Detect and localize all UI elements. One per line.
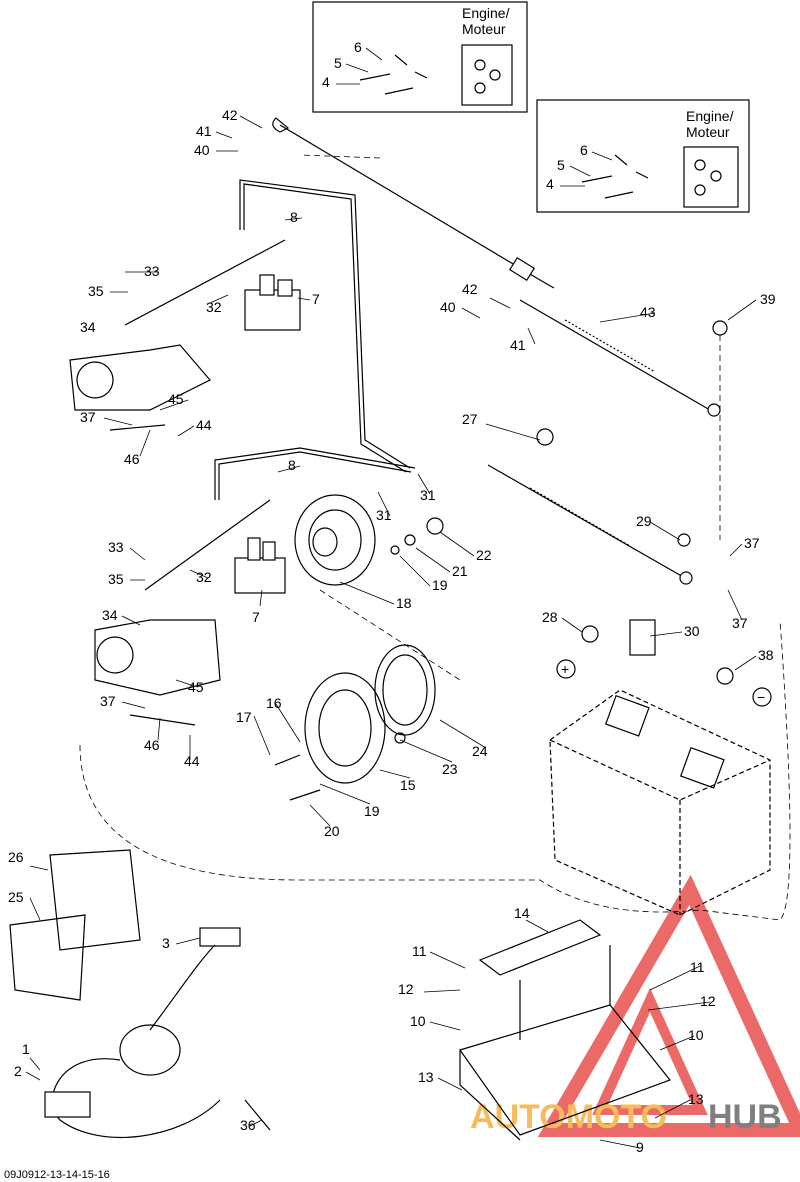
callout-label: 17 — [236, 709, 252, 725]
cover-plates — [274, 644, 436, 801]
inset-upper-line1: Engine/ — [462, 5, 510, 21]
callout-label: 23 — [442, 761, 458, 777]
callout-label: 13 — [688, 1091, 704, 1107]
callout-label: 39 — [760, 291, 776, 307]
callout-label: 43 — [640, 304, 656, 320]
callout-label: 27 — [462, 411, 478, 427]
callout-label: 15 — [400, 777, 416, 793]
callout-label: 37 — [80, 409, 96, 425]
callout-label: 46 — [144, 737, 160, 753]
leader-lines — [25, 47, 757, 1149]
callout-label: 37 — [732, 615, 748, 631]
engine-inset-right: Engine/ Moteur — [536, 99, 750, 213]
callout-label: 32 — [196, 569, 212, 585]
callout-label: 41 — [510, 337, 526, 353]
callout-label: 32 — [206, 299, 222, 315]
callout-label: 4 — [546, 176, 554, 192]
callout-label: 7 — [252, 609, 260, 625]
callout-label: 18 — [396, 595, 412, 611]
callout-label: 8 — [288, 457, 296, 473]
battery-tray — [459, 919, 671, 1141]
starter-lower — [94, 447, 416, 726]
callout-label: 31 — [420, 487, 436, 503]
callout-label: 4 — [322, 74, 330, 90]
inset-right-line1: Engine/ — [686, 108, 734, 124]
callout-label: 46 — [124, 451, 140, 467]
callout-labels: 6 5 4 6 5 4 42 41 40 8 33 35 32 7 34 45 … — [8, 39, 776, 1155]
callout-label: 6 — [580, 142, 588, 158]
lighting-assembly — [9, 849, 271, 1138]
callout-label: 38 — [758, 647, 774, 663]
callout-label: 29 — [636, 513, 652, 529]
callout-label: 3 — [162, 935, 170, 951]
callout-label: 20 — [324, 823, 340, 839]
callout-label: 5 — [557, 157, 565, 173]
callout-label: 6 — [354, 39, 362, 55]
callout-label: 19 — [432, 577, 448, 593]
callout-label: 28 — [542, 609, 558, 625]
positive-cable-27 — [487, 428, 693, 585]
callout-label: 36 — [240, 1117, 256, 1133]
callout-label: 40 — [440, 299, 456, 315]
callout-label: 1 — [22, 1041, 30, 1057]
callout-label: 10 — [688, 1027, 704, 1043]
callout-label: 35 — [108, 571, 124, 587]
negative-symbol: − — [757, 689, 765, 705]
inset-right-line2: Moteur — [686, 124, 730, 140]
callout-label: 40 — [194, 142, 210, 158]
callout-label: 16 — [266, 695, 282, 711]
starter-upper — [69, 179, 411, 473]
callout-label: 30 — [684, 623, 700, 639]
callout-label: 33 — [144, 263, 160, 279]
engine-inset-upper: Engine/ Moteur — [312, 1, 528, 113]
watermark-text-b: HUB — [708, 1098, 782, 1136]
callout-label: 35 — [88, 283, 104, 299]
inset-upper-line2: Moteur — [462, 21, 506, 37]
callout-label: 7 — [312, 291, 320, 307]
callout-label: 37 — [744, 535, 760, 551]
callout-label: 22 — [476, 547, 492, 563]
callout-label: 13 — [418, 1069, 434, 1085]
callout-label: 21 — [452, 563, 468, 579]
callout-label: 5 — [334, 55, 342, 71]
callout-label: 37 — [100, 693, 116, 709]
positive-symbol: + — [561, 661, 569, 677]
callout-label: 34 — [80, 319, 96, 335]
positive-terminal-icon — [556, 659, 576, 679]
callout-label: 45 — [188, 679, 204, 695]
callout-label: 41 — [196, 123, 212, 139]
battery: + − — [79, 619, 791, 921]
ground-cable-upper — [272, 117, 555, 289]
callout-label: 10 — [410, 1013, 426, 1029]
callout-label: 44 — [196, 417, 212, 433]
positive-cable-43 — [519, 299, 728, 540]
callout-label: 19 — [364, 803, 380, 819]
callout-label: 42 — [462, 281, 478, 297]
callout-label: 26 — [8, 849, 24, 865]
callout-label: 9 — [636, 1139, 644, 1155]
callout-label: 25 — [8, 889, 24, 905]
callout-label: 12 — [700, 993, 716, 1009]
negative-terminal-icon — [752, 687, 772, 707]
stator-assembly — [294, 494, 461, 681]
callout-label: 8 — [290, 209, 298, 225]
callout-label: 34 — [102, 607, 118, 623]
callout-label: 44 — [184, 753, 200, 769]
watermark-logo: AUTOMOTO HUB — [470, 874, 800, 1137]
callout-label: 11 — [412, 943, 427, 959]
callout-label: 33 — [108, 539, 124, 555]
callout-label: 24 — [472, 743, 488, 759]
callout-label: 14 — [514, 905, 530, 921]
callout-label: 42 — [222, 107, 238, 123]
reference-code: 09J0912-13-14-15-16 — [4, 1169, 110, 1181]
callout-label: 2 — [14, 1063, 22, 1079]
callout-label: 12 — [398, 981, 414, 997]
